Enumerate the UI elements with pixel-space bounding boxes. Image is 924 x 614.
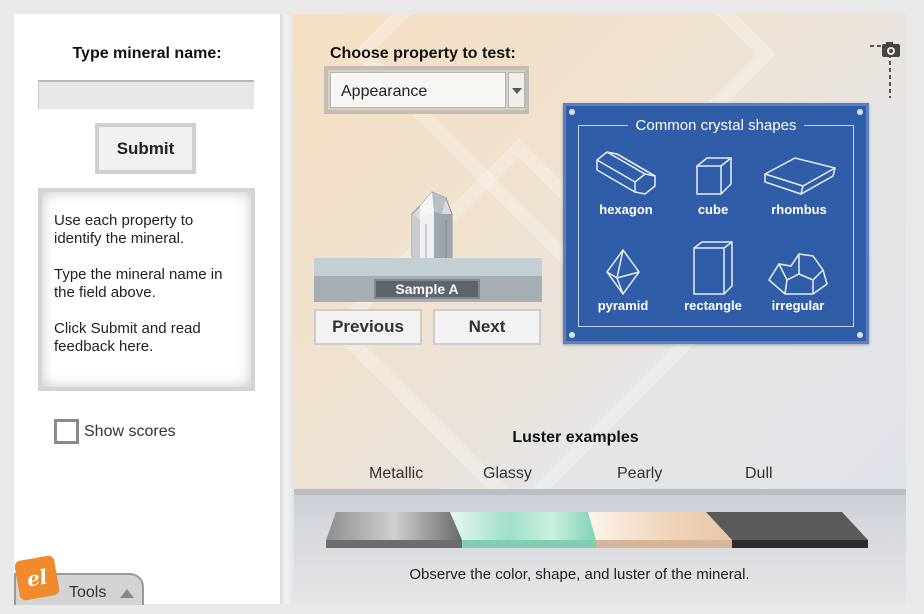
mineral-name-input[interactable] — [38, 80, 254, 109]
mineral-name-label: Type mineral name: — [72, 45, 222, 62]
hexagon-prism-icon — [596, 151, 656, 195]
previous-button[interactable]: Previous — [314, 309, 422, 345]
shape-rhombus: rhombus — [759, 154, 839, 217]
shape-cube: cube — [673, 154, 753, 217]
shape-pyramid: pyramid — [583, 248, 663, 313]
luster-examples-title: Luster examples — [512, 429, 639, 446]
shape-label: rectangle — [684, 298, 742, 313]
chevron-up-icon — [120, 589, 134, 598]
feedback-line: Use each property to identify the minera… — [54, 212, 194, 247]
luster-label-glassy: Glassy — [483, 465, 532, 482]
property-label: Choose property to test: — [330, 45, 516, 62]
simulation-area: Choose property to test: Appearance Samp… — [294, 14, 906, 604]
shape-label: rhombus — [771, 202, 827, 217]
luster-sample-metallic — [326, 512, 462, 548]
cube-icon — [696, 157, 732, 195]
rectangular-prism-icon — [693, 241, 733, 295]
poster-title-text: Common crystal shapes — [627, 117, 805, 134]
irregular-shape-icon — [768, 253, 828, 295]
luster-label-metallic: Metallic — [369, 465, 424, 482]
luster-label-pearly: Pearly — [617, 465, 663, 482]
panel-divider — [280, 14, 294, 604]
left-panel: Type mineral name: Submit Use each prope… — [14, 14, 280, 604]
show-scores-toggle[interactable]: Show scores — [54, 419, 176, 444]
luster-sample-glassy — [450, 512, 596, 548]
property-dropdown[interactable]: Appearance — [324, 66, 529, 114]
submit-button[interactable]: Submit — [95, 123, 196, 174]
feedback-line: Click Submit and read feedback here. — [54, 320, 201, 355]
feedback-line: Type the mineral name in the field above… — [54, 266, 223, 301]
luster-samples-shelf — [326, 512, 868, 548]
shape-label: hexagon — [599, 202, 653, 217]
camera-icon[interactable] — [870, 42, 900, 100]
poster-pin — [569, 109, 575, 115]
chevron-down-icon — [512, 88, 522, 94]
floor-edge — [294, 489, 906, 495]
observe-instruction: Observe the color, shape, and luster of … — [409, 566, 750, 583]
feedback-panel: Use each property to identify the minera… — [38, 188, 255, 391]
dropdown-arrow-button[interactable] — [508, 72, 525, 108]
submit-button-label: Submit — [116, 138, 175, 158]
crystal-shapes-poster: Common crystal shapes hexagon — [563, 103, 869, 344]
luster-sample-dull — [706, 512, 868, 548]
shape-rectangle: rectangle — [673, 240, 753, 313]
property-selected-value: Appearance — [341, 83, 428, 100]
shape-label: pyramid — [597, 298, 649, 313]
poster-pin — [857, 109, 863, 115]
pyramid-icon — [606, 248, 640, 296]
pedestal-top — [314, 258, 542, 276]
poster-pin — [857, 332, 863, 338]
explorelearning-logo[interactable]: el — [13, 554, 61, 602]
luster-label-dull: Dull — [745, 465, 773, 482]
poster-pin — [569, 332, 575, 338]
sample-label: Sample A — [374, 279, 480, 299]
rhombus-icon — [764, 157, 836, 195]
shape-label: cube — [697, 202, 729, 217]
shape-label: irregular — [771, 298, 825, 313]
shape-hexagon: hexagon — [586, 150, 666, 217]
poster-title: Common crystal shapes — [566, 117, 866, 135]
shape-irregular: irregular — [758, 250, 838, 313]
show-scores-checkbox[interactable] — [54, 419, 79, 444]
luster-sample-pearly — [588, 512, 732, 548]
tools-label: Tools — [69, 584, 107, 601]
next-button[interactable]: Next — [433, 309, 541, 345]
show-scores-label: Show scores — [84, 422, 176, 440]
property-dropdown-field[interactable]: Appearance — [330, 72, 506, 108]
